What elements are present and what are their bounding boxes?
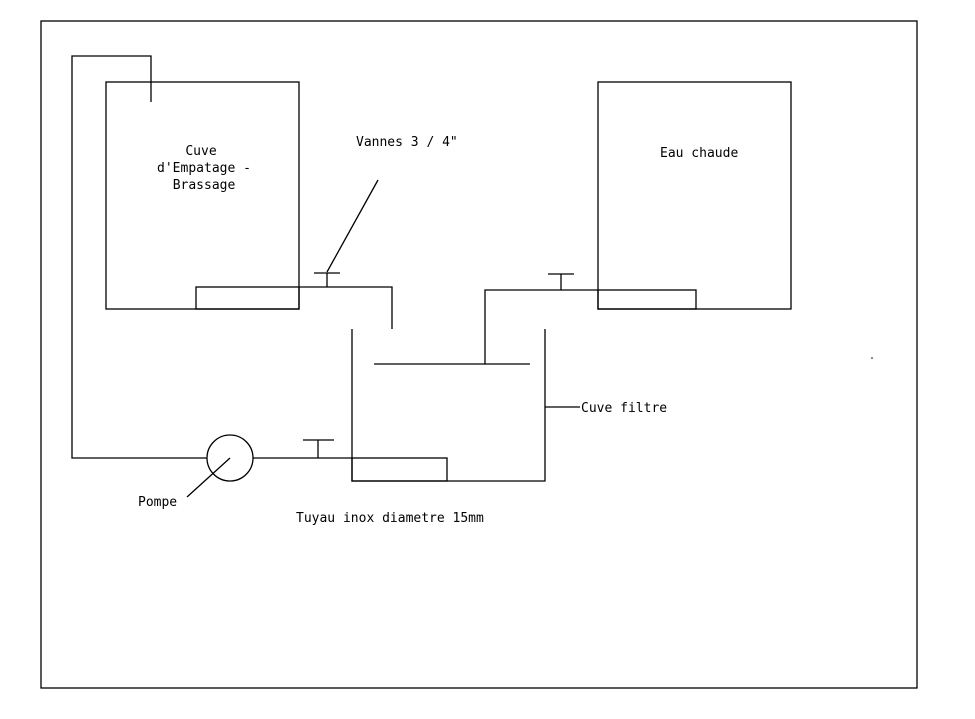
mash-to-filter-pipe (299, 286, 393, 329)
return-pipe (71, 55, 207, 459)
valve-2 (548, 273, 574, 290)
mash-tun: Cuve d'Empatage - Brassage (105, 81, 300, 310)
mash-tun-label-line1: Cuve (185, 144, 216, 159)
mash-tun-label-line3: Brassage (173, 178, 236, 193)
diagram-frame (40, 20, 918, 689)
hot-water-pipe (484, 289, 598, 364)
valve-3 (303, 439, 334, 458)
hot-water-label: Eau chaude (660, 146, 738, 161)
valve-1 (314, 272, 340, 287)
pump-label: Pompe (138, 495, 177, 510)
hot-water-tank: Eau chaude (597, 81, 792, 310)
hot-water-outlet-box (597, 289, 697, 310)
mash-tun-outlet-box (195, 286, 300, 310)
pipe-label: Tuyau inox diametre 15mm (296, 511, 484, 526)
pump-leader-line (186, 457, 231, 498)
hot-water-tank-body (597, 81, 792, 310)
filter-tank-outlet-box (351, 457, 448, 482)
filter-tank: Cuve filtre (351, 329, 667, 482)
pump: Pompe (138, 434, 254, 510)
mash-tun-tank (105, 81, 300, 310)
valves-leader-line (326, 179, 379, 273)
stray-dot (871, 357, 873, 359)
filter-tank-body (351, 329, 546, 482)
filter-tank-label: Cuve filtre (581, 401, 667, 416)
mash-tun-label-line2: d'Empatage - (157, 161, 251, 176)
valves-label: Vannes 3 / 4" (356, 135, 458, 150)
